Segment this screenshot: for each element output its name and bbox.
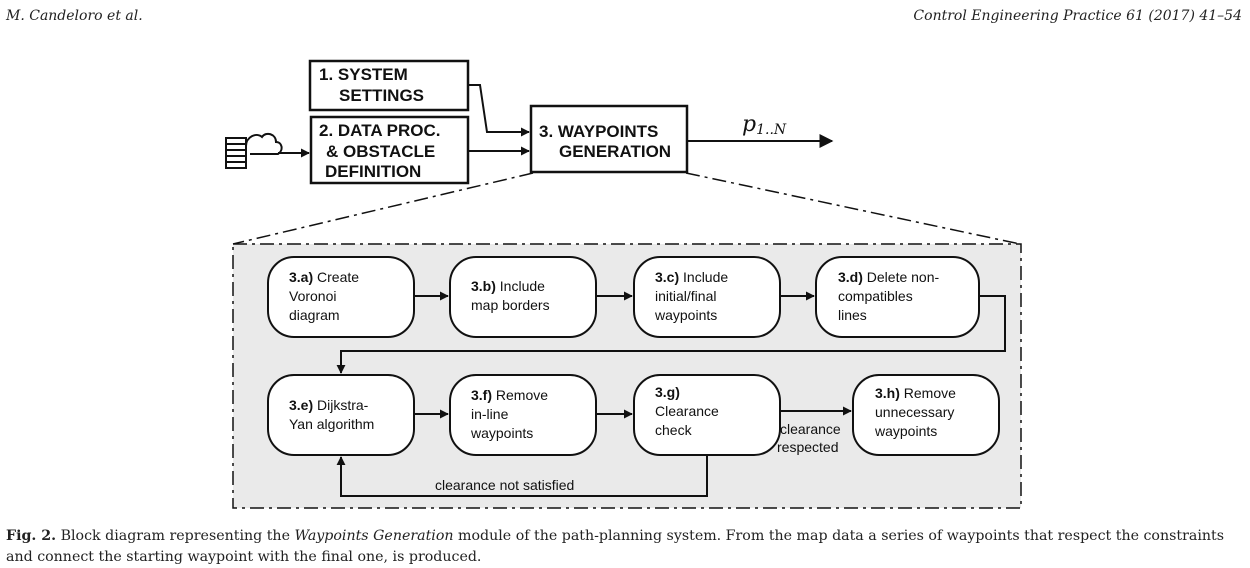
- svg-text:3.e) Dijkstra-: 3.e) Dijkstra-: [289, 397, 369, 413]
- step-3c: 3.c) Include initial/final waypoints: [633, 256, 781, 338]
- block-system-settings-line2: SETTINGS: [339, 86, 424, 105]
- svg-text:compatibles: compatibles: [838, 288, 913, 304]
- header-authors: M. Candeloro et al.: [6, 8, 143, 24]
- block-data-processing: 2. DATA PROC. & OBSTACLE DEFINITION: [309, 115, 470, 185]
- svg-text:3.h) Remove: 3.h) Remove: [875, 385, 956, 401]
- svg-text:waypoints: waypoints: [470, 425, 533, 441]
- label-clearance-respected-1: clearance: [780, 421, 841, 437]
- svg-text:initial/final: initial/final: [655, 288, 716, 304]
- zoom-line-left: [232, 172, 534, 245]
- step-3a: 3.a) Create Voronoi diagram: [267, 256, 415, 338]
- step-3b: 3.b) Include map borders: [449, 256, 597, 338]
- arrow-settings-to-waypoints: [468, 84, 530, 137]
- svg-text:3.g): 3.g): [655, 384, 680, 400]
- block-waypoints-generation: 3. WAYPOINTS GENERATION: [529, 104, 689, 174]
- svg-text:Yan algorithm: Yan algorithm: [289, 416, 374, 432]
- step-3h: 3.h) Remove unnecessary waypoints: [852, 374, 1000, 456]
- step-3e: 3.e) Dijkstra- Yan algorithm: [267, 374, 415, 456]
- svg-text:Clearance: Clearance: [655, 403, 719, 419]
- svg-text:diagram: diagram: [289, 307, 340, 323]
- svg-text:unnecessary: unnecessary: [875, 404, 954, 420]
- block-system-settings: 1. SYSTEM SETTINGS: [308, 59, 470, 112]
- svg-text:map borders: map borders: [471, 297, 550, 313]
- block-data-processing-line2: & OBSTACLE: [326, 142, 435, 161]
- arrow-3d-3e: [336, 295, 1006, 374]
- svg-text:check: check: [655, 422, 693, 438]
- database-cloud-icon: [225, 132, 283, 169]
- svg-text:waypoints: waypoints: [654, 307, 717, 323]
- svg-text:3.d) Delete non-: 3.d) Delete non-: [838, 269, 939, 285]
- block-data-processing-line3: DEFINITION: [325, 162, 421, 181]
- block-system-settings-line1: 1. SYSTEM: [319, 65, 408, 84]
- block-diagram: 1. SYSTEM SETTINGS 2. DATA PROC. & OBSTA…: [225, 59, 1022, 509]
- arrow-feedback-3g-3e: [336, 455, 708, 497]
- block-waypoints-generation-line1: 3. WAYPOINTS: [539, 122, 658, 141]
- label-clearance-not-satisfied: clearance not satisfied: [435, 477, 574, 493]
- svg-text:3.a) Create: 3.a) Create: [289, 269, 359, 285]
- svg-text:3.c) Include: 3.c) Include: [655, 269, 728, 285]
- step-3d: 3.d) Delete non- compatibles lines: [815, 256, 980, 338]
- block-data-processing-line1: 2. DATA PROC.: [319, 121, 441, 140]
- step-3f: 3.f) Remove in-line waypoints: [449, 374, 597, 456]
- svg-text:3.f) Remove: 3.f) Remove: [471, 387, 548, 403]
- step-3g: 3.g) Clearance check: [633, 374, 781, 456]
- caption-text-1: Block diagram representing the: [56, 528, 295, 544]
- svg-text:Voronoi: Voronoi: [289, 288, 336, 304]
- zoom-line-right: [685, 172, 1021, 245]
- header-journal: Control Engineering Practice 61 (2017) 4…: [913, 8, 1242, 24]
- label-clearance-respected-2: respected: [777, 439, 838, 455]
- figure-caption: Fig. 2. Block diagram representing the W…: [6, 526, 1246, 568]
- svg-text:lines: lines: [838, 307, 867, 323]
- output-label: p1..N: [742, 112, 787, 138]
- caption-emphasis: Waypoints Generation: [294, 528, 454, 544]
- caption-text-2: module of the path-planning system. From…: [6, 528, 1224, 565]
- svg-text:3.b) Include: 3.b) Include: [471, 278, 545, 294]
- svg-text:in-line: in-line: [471, 406, 509, 422]
- block-waypoints-generation-line2: GENERATION: [559, 142, 671, 161]
- svg-text:waypoints: waypoints: [874, 423, 937, 439]
- caption-fig-number: Fig. 2.: [6, 528, 57, 544]
